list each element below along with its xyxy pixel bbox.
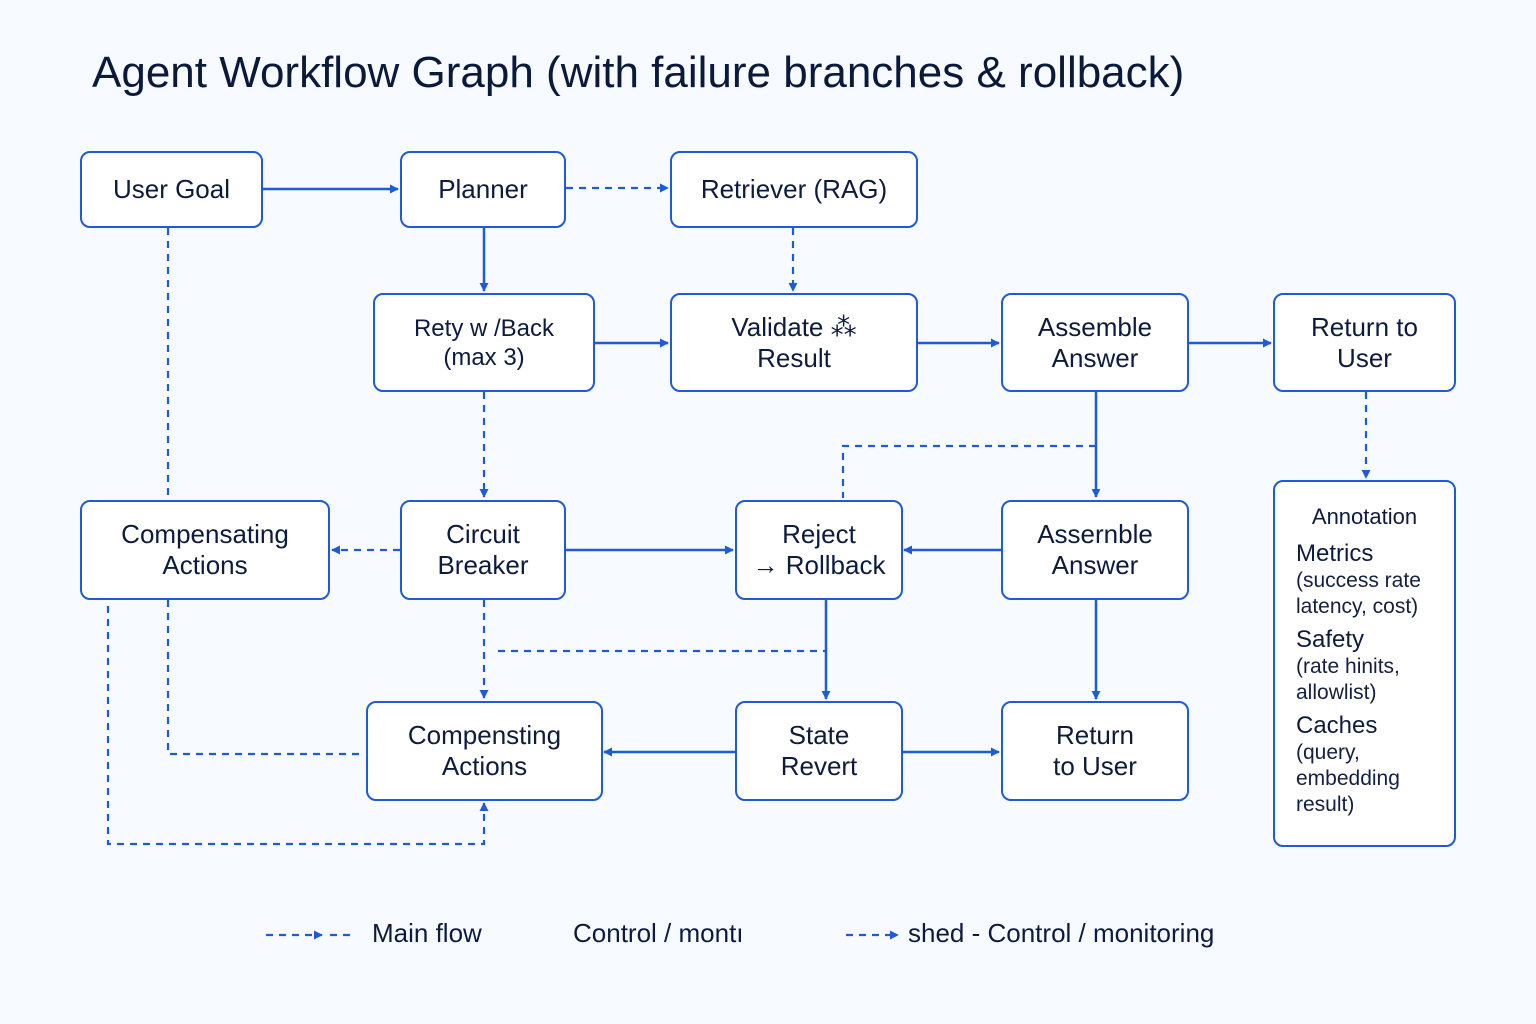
node-compensating-actions-left: Compensating Actions bbox=[80, 500, 330, 600]
annotation-caches-line1: (query, bbox=[1296, 741, 1360, 764]
node-return-top-line2: User bbox=[1337, 342, 1392, 373]
edge-compensating-compensting-a bbox=[166, 600, 365, 756]
node-retry-line1: Rety w /Back bbox=[413, 314, 555, 342]
node-state-revert: State Revert bbox=[735, 701, 903, 801]
node-validate-line1: Validate ⁂ bbox=[731, 311, 857, 342]
node-validate-result: Validate ⁂ Result bbox=[670, 293, 918, 392]
edge-assemble-reject-feedback bbox=[841, 444, 1096, 498]
node-state-revert-line2: Revert bbox=[780, 751, 858, 781]
node-return-bottom-line2: to User bbox=[1053, 751, 1137, 781]
node-state-revert-line1: State bbox=[788, 720, 850, 750]
annotation-panel: Annotation Metrics (success rate latency… bbox=[1273, 480, 1456, 847]
node-reject-rollback: Reject → Rollback bbox=[735, 500, 903, 600]
annotation-safety-line1: (rate hinits, bbox=[1296, 655, 1400, 678]
node-reject-line2: → Rollback bbox=[752, 550, 886, 580]
node-compensting-line1: Compensting bbox=[407, 720, 562, 750]
annotation-heading: Annotation bbox=[1311, 504, 1418, 529]
node-circuit-line1: Circuit bbox=[446, 519, 520, 549]
node-retriever: Retriever (RAG) bbox=[670, 151, 918, 228]
annotation-caches-title: Caches bbox=[1296, 712, 1378, 739]
legend-main-flow-label: Main flow bbox=[372, 918, 482, 948]
node-compensating-left-line1: Compensating bbox=[121, 519, 289, 549]
node-assemble-mid-line2: Answer bbox=[1051, 550, 1139, 580]
node-return-to-user-bottom: Return to User bbox=[1001, 701, 1189, 801]
node-planner-label: Planner bbox=[438, 174, 528, 204]
node-return-bottom-line1: Return bbox=[1055, 720, 1135, 750]
legend-control-label: Control / montı bbox=[573, 918, 744, 948]
node-compensating-actions-bottom: Compensting Actions bbox=[366, 701, 603, 801]
node-assemble-top-line2: Answer bbox=[1051, 342, 1139, 373]
node-return-to-user-top: Return to User bbox=[1273, 293, 1456, 392]
node-retry-backoff: Rety w /Back (max 3) bbox=[373, 293, 595, 392]
node-assemble-mid-line1: Assernble bbox=[1037, 519, 1153, 549]
annotation-metrics-title: Metrics bbox=[1296, 540, 1374, 567]
node-assemble-answer-mid: Assernble Answer bbox=[1001, 500, 1189, 600]
annotation-caches-line2: embedding bbox=[1296, 767, 1400, 790]
annotation-metrics-line2: latency, cost) bbox=[1296, 595, 1419, 618]
annotation-caches-line3: result) bbox=[1296, 793, 1355, 816]
node-compensting-line2: Actions bbox=[441, 751, 528, 781]
node-return-top-line1: Return to bbox=[1311, 311, 1418, 342]
node-assemble-answer-top: Assemble Answer bbox=[1001, 293, 1189, 392]
node-circuit-line2: Breaker bbox=[437, 550, 529, 580]
annotation-metrics-line1: (success rate bbox=[1296, 569, 1421, 592]
node-compensating-left-line2: Actions bbox=[162, 550, 248, 580]
legend-dashed-label: shed - Control / monitoring bbox=[908, 918, 1215, 948]
node-validate-line2: Result bbox=[757, 342, 831, 373]
node-circuit-breaker: Circuit Breaker bbox=[400, 500, 566, 600]
annotation-safety-title: Safety bbox=[1296, 626, 1365, 653]
annotation-safety-line2: allowlist) bbox=[1296, 681, 1377, 704]
node-planner: Planner bbox=[400, 151, 566, 228]
node-user-goal-label: User Goal bbox=[112, 174, 231, 204]
node-retriever-label: Retriever (RAG) bbox=[700, 174, 888, 204]
node-assemble-top-line1: Assemble bbox=[1037, 311, 1153, 342]
diagram-title: Agent Workflow Graph (with failure branc… bbox=[92, 48, 1185, 97]
node-reject-line1: Reject bbox=[782, 519, 856, 549]
node-retry-line2: (max 3) bbox=[443, 343, 525, 371]
node-user-goal: User Goal bbox=[80, 151, 263, 228]
